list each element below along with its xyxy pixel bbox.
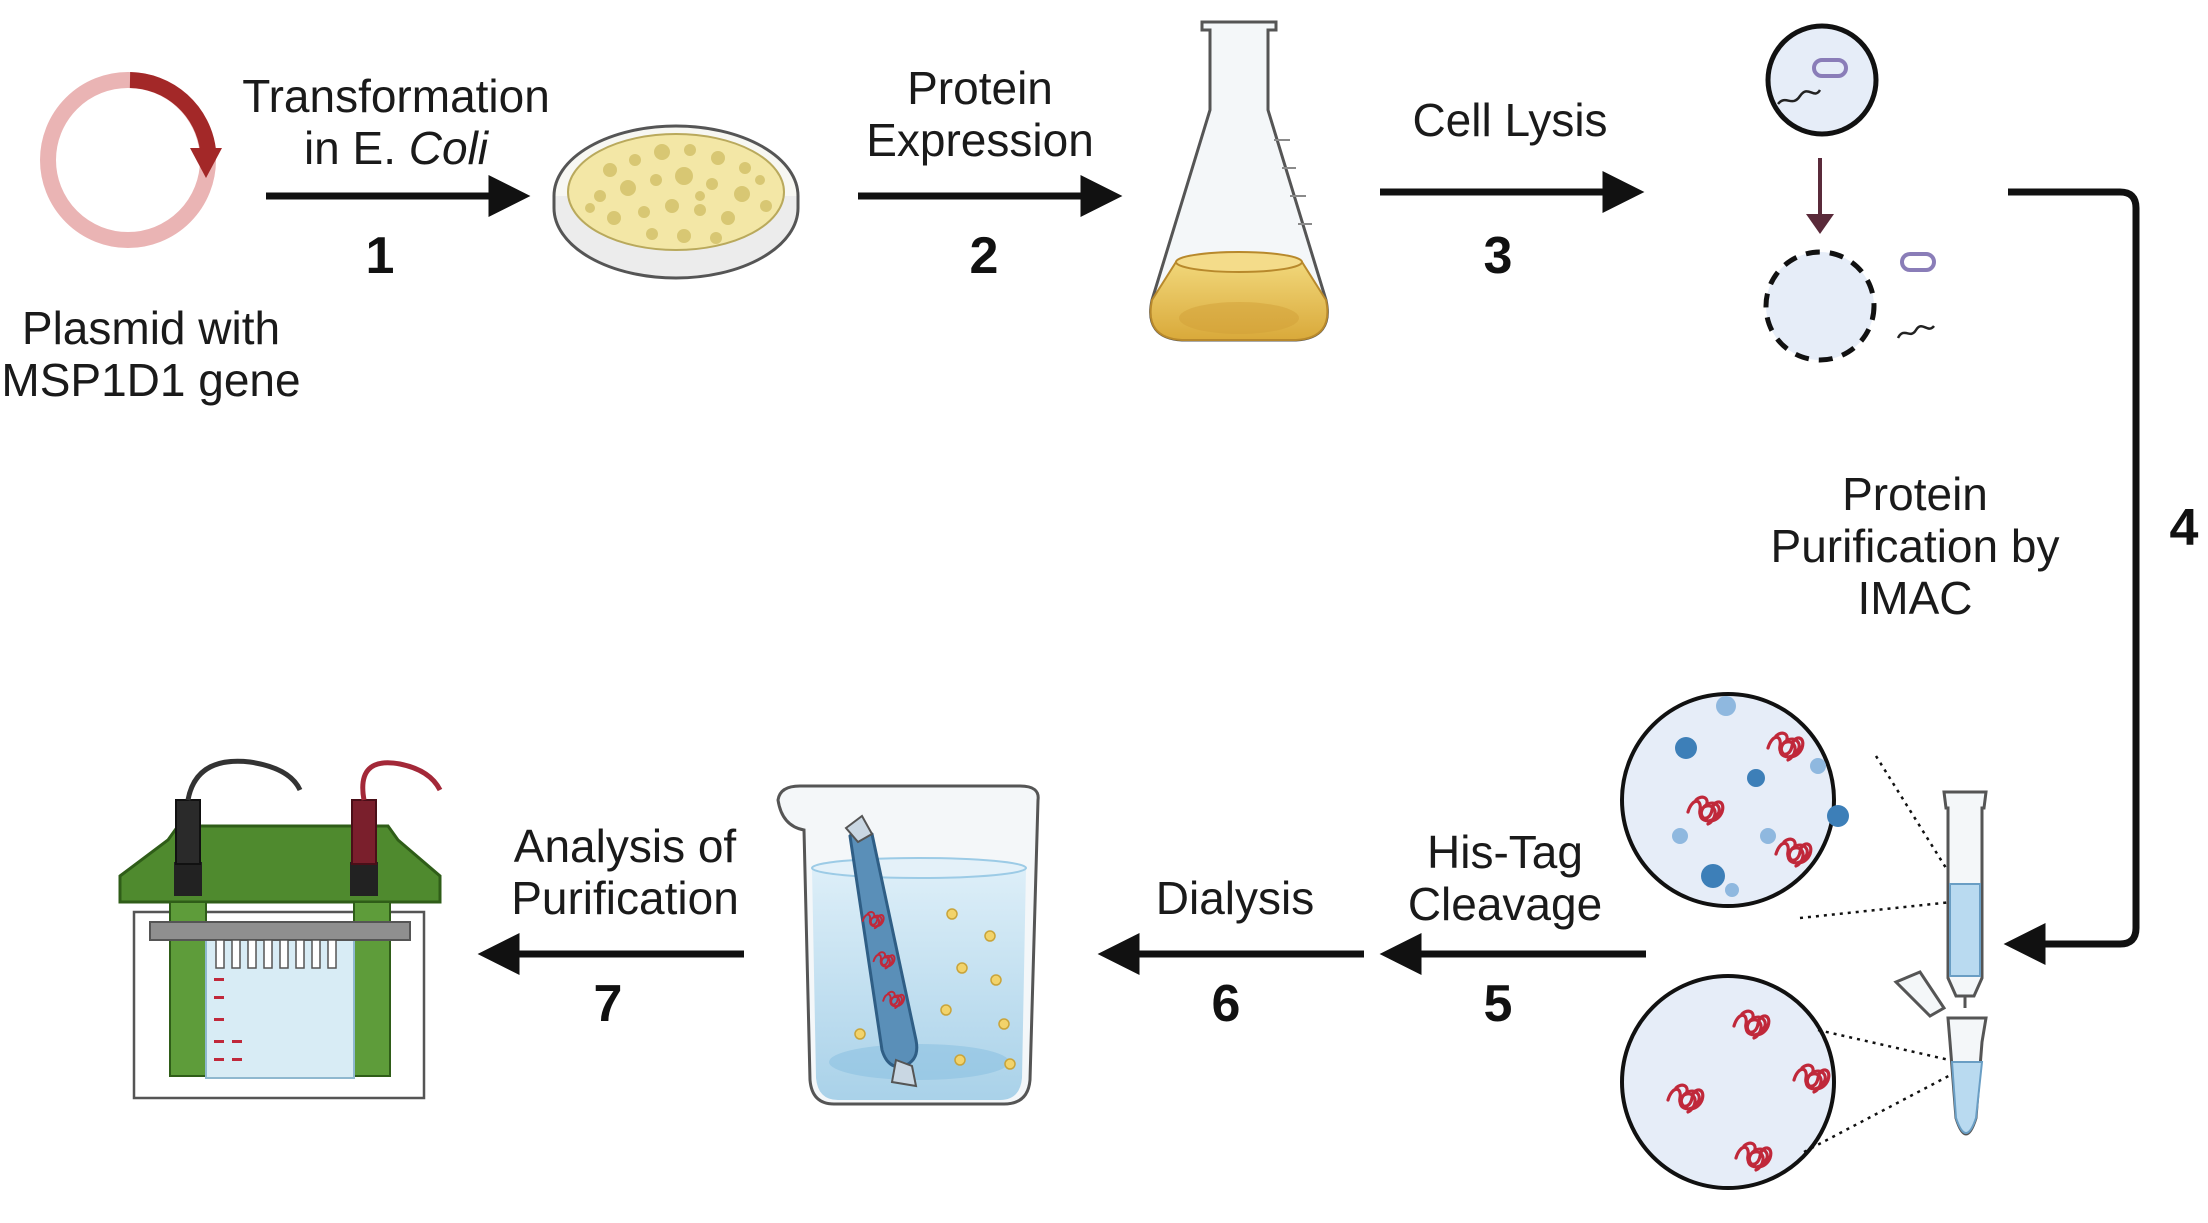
step-6-number: 6	[1211, 975, 1241, 1033]
step-7-number: 7	[593, 975, 623, 1033]
step-2-number: 2	[969, 227, 999, 285]
cell-icon	[1765, 23, 1879, 137]
step-7-label: Analysis of Purification	[490, 820, 760, 924]
step-5-label-line1: His-Tag	[1427, 826, 1583, 878]
step-1-label-prefix: in E.	[303, 122, 409, 174]
step-3-number: 3	[1483, 227, 1513, 285]
step-4-label: Protein Purification by IMAC	[1740, 468, 2090, 624]
plasmid-label: Plasmid with MSP1D1 gene	[0, 302, 302, 406]
step-3-label: Cell Lysis	[1412, 94, 1608, 146]
step-5-label: His-Tag Cleavage	[1380, 826, 1630, 930]
plasmid-icon	[40, 72, 222, 248]
dialysis-beaker-icon	[776, 784, 1040, 1106]
step-1-label: Transformation in E. Coli	[226, 70, 566, 174]
erlenmeyer-flask-icon	[1149, 20, 1329, 342]
microtube-icon	[1893, 970, 1988, 1136]
lysis-arrow	[1806, 158, 1834, 234]
step-4-number: 4	[2169, 499, 2199, 557]
step-2-label-line1: Protein	[907, 62, 1053, 114]
step-1-label-italic: Coli	[408, 122, 489, 174]
step-1-label-line1: Transformation	[242, 70, 550, 122]
arrow-4	[2003, 188, 2140, 965]
eluate-magnifier-icon	[1620, 974, 1836, 1190]
magnifier-leader-lines	[1799, 755, 1961, 1154]
step-5-number: 5	[1483, 975, 1513, 1033]
step-7-label-line2: Purification	[511, 872, 739, 924]
column-magnifier-icon	[1620, 692, 1849, 908]
step-1-number: 1	[365, 227, 395, 285]
petri-dish-icon	[552, 124, 800, 280]
gel-electrophoresis-icon	[118, 758, 443, 1100]
step-5-label-line2: Cleavage	[1407, 878, 1603, 930]
step-4-label-line2: Purification by	[1770, 520, 2060, 572]
plasmid-label-line1: Plasmid with	[21, 302, 281, 354]
step-2-label-line2: Expression	[866, 114, 1094, 166]
step-7-label-line1: Analysis of	[513, 820, 737, 872]
imac-column-icon	[1942, 790, 1988, 1008]
lysed-cell-icon	[1763, 249, 1936, 363]
step-1-label-line2: in E. Coli	[226, 122, 566, 174]
step-2-label: Protein Expression	[830, 62, 1130, 166]
step-4-label-line3: IMAC	[1857, 572, 1973, 624]
step-6-label: Dialysis	[1155, 872, 1315, 924]
step-4-label-line1: Protein	[1842, 468, 1988, 520]
plasmid-label-line2: MSP1D1 gene	[1, 354, 301, 406]
